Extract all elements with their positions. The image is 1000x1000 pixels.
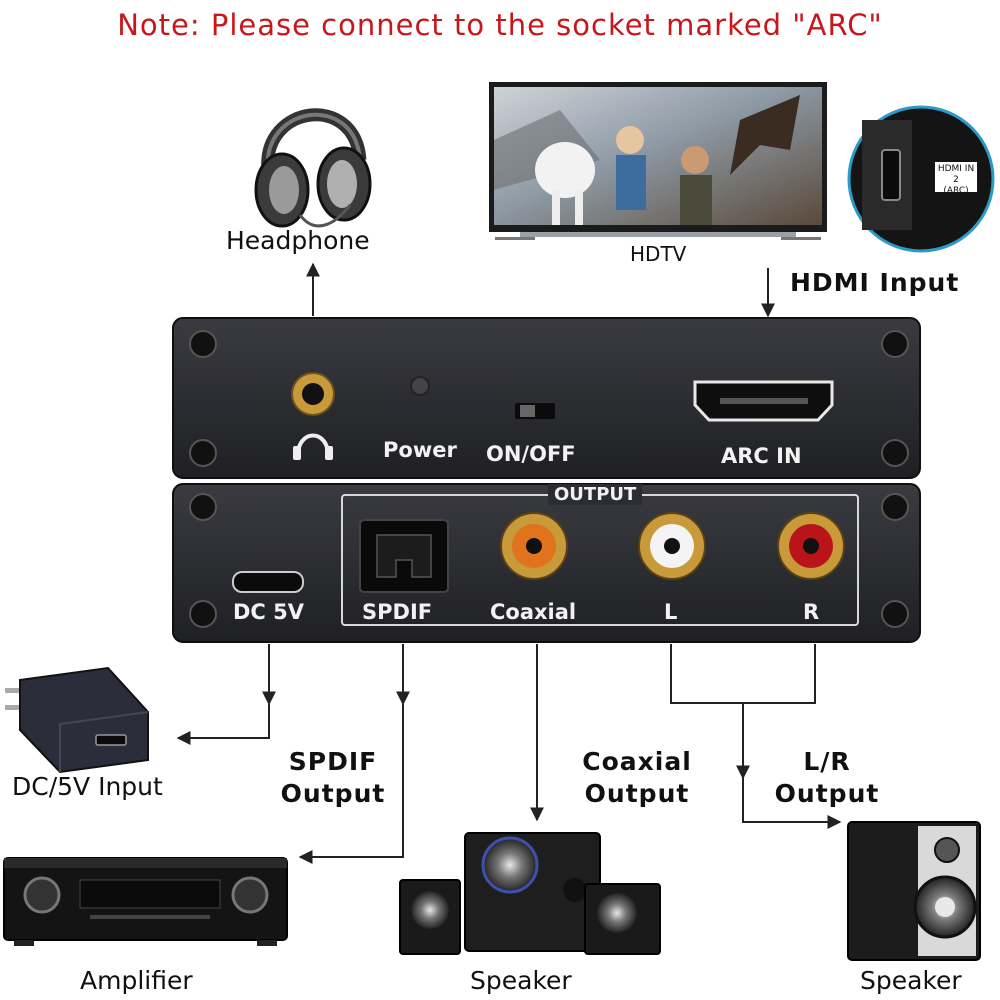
left-channel-label: L: [664, 600, 677, 624]
output-group-label: OUTPUT: [548, 484, 642, 505]
spdif-port: [360, 520, 448, 592]
connection-note: Note: Please connect to the socket marke…: [0, 8, 1000, 42]
spdif-output-line-1: SPDIF: [268, 746, 398, 778]
power-label: Power: [383, 438, 457, 462]
coaxial-output-line-1: Coaxial: [562, 746, 712, 778]
left-rca-jack: [639, 513, 705, 579]
center-speaker-label: Speaker: [470, 966, 572, 995]
lr-output-line-2: Output: [762, 778, 892, 810]
coaxial-rca-jack: [501, 513, 567, 579]
right-channel-label: R: [803, 600, 819, 624]
on-off-switch: [515, 403, 555, 419]
headphone-jack: [292, 373, 334, 415]
speaker-set-image: [400, 833, 660, 954]
right-rca-jack: [778, 513, 844, 579]
headphone-label: Headphone: [226, 226, 370, 255]
amplifier-label: Amplifier: [80, 966, 193, 995]
amplifier-image: [4, 858, 287, 946]
hdtv-label: HDTV: [630, 242, 686, 266]
dc-5v-label: DC 5V: [233, 600, 304, 624]
coaxial-output-line-2: Output: [562, 778, 712, 810]
screw-icon: [190, 331, 216, 357]
screw-icon: [882, 494, 908, 520]
lr-bracket: [671, 644, 815, 703]
screw-icon: [882, 440, 908, 466]
bookshelf-speaker-image: [848, 822, 980, 960]
headphone-image: [256, 115, 370, 226]
hdmi-input-label: HDMI Input: [790, 268, 959, 297]
screw-icon: [190, 601, 216, 627]
power-led: [411, 377, 429, 395]
spdif-output-label: SPDIF Output: [268, 746, 398, 810]
hdmi-port-tag-line-1: HDMI IN 2: [937, 164, 975, 186]
spdif-label: SPDIF: [362, 600, 432, 624]
arc-in-hdmi-port: [695, 382, 832, 420]
lr-output-label: L/R Output: [762, 746, 892, 810]
on-off-label: ON/OFF: [486, 442, 576, 466]
screw-icon: [882, 331, 908, 357]
dc-5v-port: [233, 572, 303, 592]
arc-in-label: ARC IN: [721, 444, 802, 468]
usb-power-adapter-image: [5, 668, 148, 772]
screw-icon: [190, 494, 216, 520]
coaxial-output-label: Coaxial Output: [562, 746, 712, 810]
dc-input-label: DC/5V Input: [12, 772, 163, 801]
lr-output-line-1: L/R: [762, 746, 892, 778]
hdtv-image: [489, 82, 827, 240]
hdmi-port-tag: HDMI IN 2 (ARC): [937, 164, 975, 197]
right-speaker-label: Speaker: [860, 966, 962, 995]
coaxial-label: Coaxial: [490, 600, 576, 624]
hdmi-port-tag-line-2: (ARC): [937, 186, 975, 197]
arrow-dc-input: [178, 644, 269, 738]
screw-icon: [190, 440, 216, 466]
spdif-output-line-2: Output: [268, 778, 398, 810]
screw-icon: [882, 601, 908, 627]
